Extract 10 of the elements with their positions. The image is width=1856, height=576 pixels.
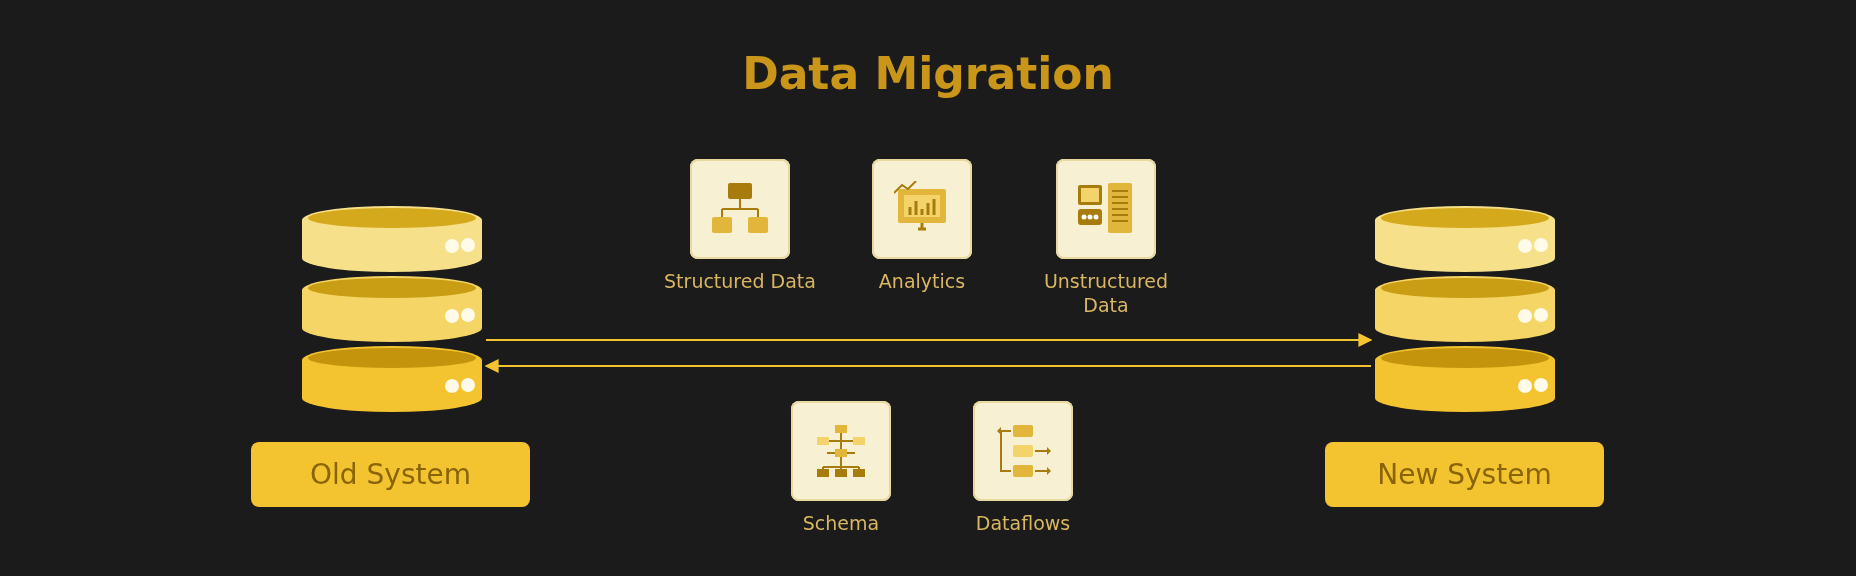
system-label-box: New System — [1325, 442, 1604, 507]
arrow — [485, 333, 1373, 347]
icon-caption: Unstructured Data — [1042, 269, 1170, 317]
title: Data Migration — [741, 48, 1115, 99]
icon-caption: Dataflows — [974, 511, 1072, 535]
system-label-box: Old System — [251, 442, 530, 507]
icon-caption: Schema — [801, 511, 881, 535]
icon-caption: Analytics — [877, 269, 967, 293]
arrow — [484, 359, 1372, 373]
icon-caption: Structured Data — [663, 269, 817, 293]
